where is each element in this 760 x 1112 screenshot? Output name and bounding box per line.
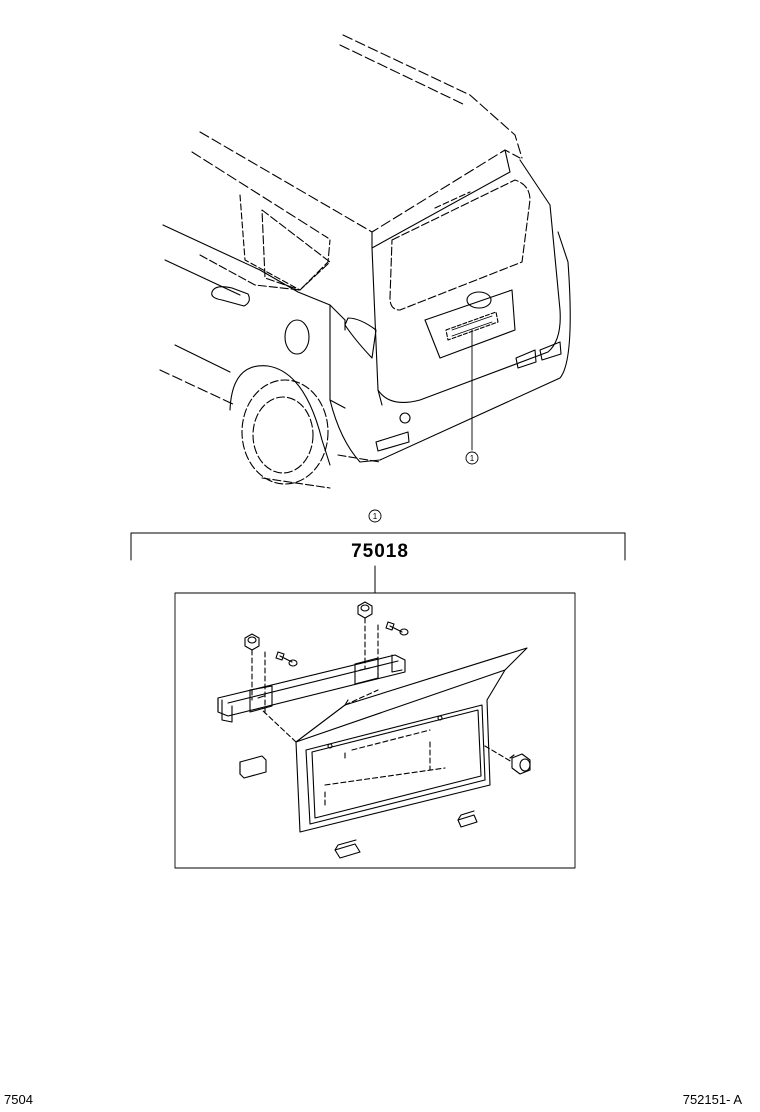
- clip-bottom-left: [334, 839, 361, 859]
- vehicle-rear-illustration: [159, 34, 571, 489]
- screw-right: [385, 621, 409, 636]
- callout-upper-number: 1: [470, 454, 475, 463]
- bulb-socket: [484, 745, 531, 775]
- callout-upper: [465, 451, 479, 465]
- nut-left: [244, 633, 260, 651]
- page-code: 7504: [4, 1092, 33, 1107]
- part-number: 75018: [351, 541, 409, 562]
- lamp-housing: [217, 654, 406, 723]
- callout-lower-number: 1: [373, 512, 378, 521]
- parts-box: [174, 592, 576, 869]
- exploded-parts-illustration: [217, 601, 531, 859]
- nut-right: [357, 601, 373, 619]
- cushion-left: [239, 755, 267, 779]
- bracket-line: [130, 532, 626, 561]
- lens-cover: [261, 647, 528, 833]
- illustration-code: 752151- A: [682, 1092, 742, 1107]
- callout-lower: [368, 509, 382, 523]
- screw-left: [275, 651, 298, 667]
- clip-bottom-right: [457, 810, 478, 828]
